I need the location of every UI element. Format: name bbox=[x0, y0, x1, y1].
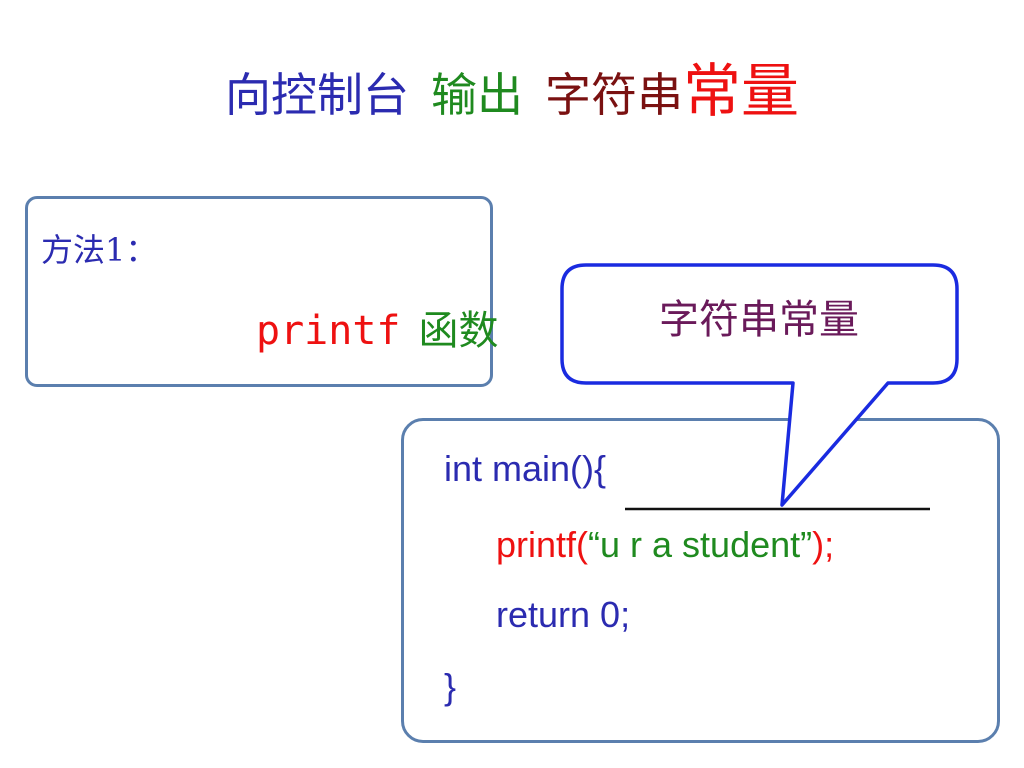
title-part-constant: 常量 bbox=[682, 57, 799, 125]
code-box: int main(){ printf(“u r a student”); ret… bbox=[401, 418, 1000, 743]
title-part-output: 输出 bbox=[430, 68, 523, 122]
code-printf-open: printf( bbox=[496, 524, 589, 565]
slide-title: 向控制台输出字符串常量 bbox=[0, 62, 1024, 120]
printf-function-line: printf 函数 bbox=[256, 311, 499, 351]
callout-text: 字符串常量 bbox=[659, 297, 859, 343]
printf-keyword: printf bbox=[256, 308, 401, 354]
code-line-return: return 0; bbox=[496, 594, 631, 635]
code-printf-close: ); bbox=[812, 524, 835, 565]
method-label: 方法1： bbox=[41, 231, 158, 269]
code-string-literal: “u r a student” bbox=[588, 524, 813, 565]
code-line-main: int main(){ bbox=[444, 448, 607, 489]
code-line-close-brace: } bbox=[444, 666, 457, 707]
title-part-console: 向控制台 bbox=[224, 68, 409, 122]
printf-function-word: 函数 bbox=[418, 308, 499, 354]
code-line-printf: printf(“u r a student”); bbox=[496, 527, 834, 563]
title-part-string: 字符串 bbox=[544, 68, 683, 122]
method-box: 方法1： bbox=[25, 196, 493, 387]
